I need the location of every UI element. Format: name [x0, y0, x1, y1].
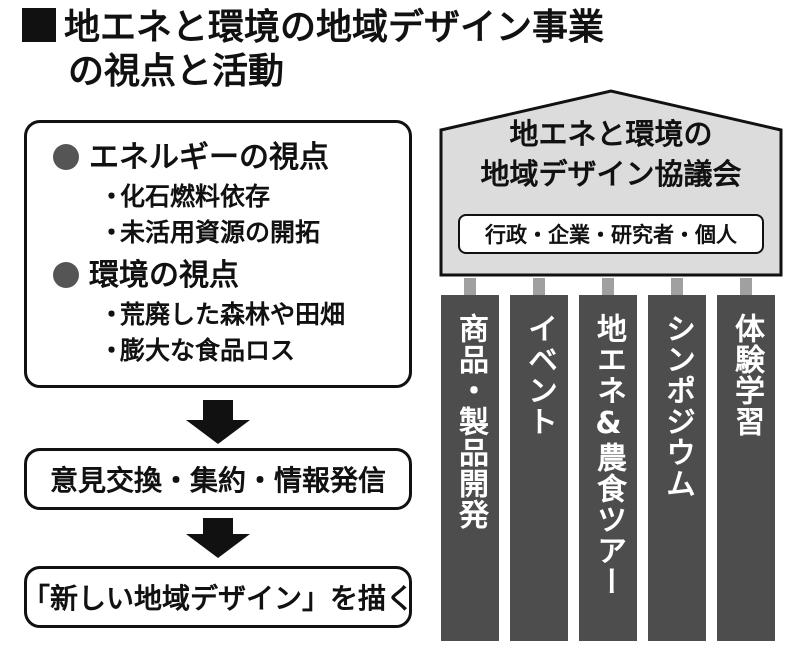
diagram-title: 地エネと環境の地域デザイン事業 の視点と活動 — [22, 6, 604, 94]
pillar-product-development: 商品・製品開発 — [441, 295, 499, 641]
viewpoint-environment: 環境の視点 荒廃した森林や田畑 膨大な食品ロス — [53, 255, 409, 369]
circle-bullet-icon — [53, 262, 79, 288]
square-bullet-icon — [22, 8, 56, 42]
pillar-connector — [671, 278, 683, 295]
council-name-line-2: 地域デザイン協議会 — [480, 157, 742, 191]
title-line-1: 地エネと環境の地域デザイン事業 — [64, 7, 605, 48]
title-line-2: の視点と活動 — [68, 51, 285, 92]
viewpoint-item: 化石燃料依存 — [53, 179, 409, 215]
viewpoint-item: 荒廃した森林や田畑 — [53, 297, 409, 333]
viewpoint-heading: エネルギーの視点 — [89, 140, 329, 175]
pillar-energy-food-tour: 地エネ&農食ツアー — [579, 295, 637, 641]
down-arrow-icon — [186, 400, 250, 444]
pillar-connector — [533, 278, 545, 295]
pillar-connector — [464, 278, 476, 295]
council-house: 地エネと環境の 地域デザイン協議会 行政・企業・研究者・個人 — [438, 88, 784, 278]
viewpoint-item: 未活用資源の開拓 — [53, 215, 409, 251]
pillar-events: イベント — [510, 295, 568, 641]
council-name: 地エネと環境の 地域デザイン協議会 — [438, 114, 784, 194]
pillar-symposium: シンポジウム — [648, 295, 706, 641]
viewpoints-box: エネルギーの視点 化石燃料依存 未活用資源の開拓 環境の視点 荒廃した森林や田畑… — [24, 120, 412, 388]
step-design-box: 「新しい地域デザイン」を描く — [22, 566, 414, 628]
council-members: 行政・企業・研究者・個人 — [458, 214, 764, 254]
circle-bullet-icon — [53, 144, 79, 170]
pillar-connector — [602, 278, 614, 295]
viewpoint-item: 膨大な食品ロス — [53, 333, 409, 369]
viewpoint-energy: エネルギーの視点 化石燃料依存 未活用資源の開拓 — [53, 137, 409, 251]
pillar-connector — [740, 278, 752, 295]
viewpoint-heading: 環境の視点 — [89, 258, 239, 293]
step-exchange-box: 意見交換・集約・情報発信 — [24, 448, 412, 510]
pillar-hands-on-learning: 体験学習 — [717, 295, 775, 641]
down-arrow-icon — [186, 518, 250, 558]
council-name-line-1: 地エネと環境の — [509, 117, 713, 151]
